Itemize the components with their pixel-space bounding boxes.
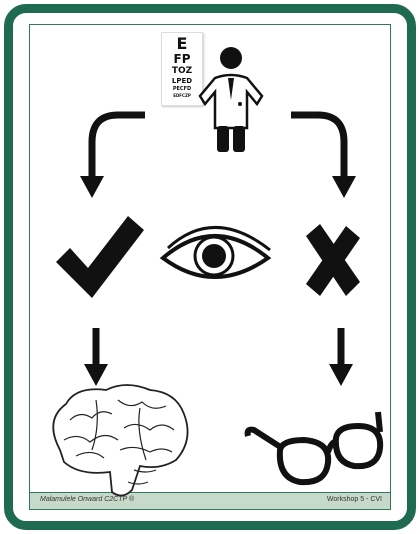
right-branch-arrow bbox=[291, 115, 356, 198]
brain-icon bbox=[53, 385, 187, 496]
glasses-icon bbox=[248, 412, 381, 482]
doctor-icon bbox=[200, 47, 262, 152]
left-branch-arrow bbox=[80, 115, 145, 198]
cross-mark-icon bbox=[306, 224, 360, 296]
check-mark-icon bbox=[56, 216, 144, 298]
left-down-arrow bbox=[84, 328, 108, 386]
eye-icon bbox=[163, 227, 270, 277]
right-down-arrow bbox=[329, 328, 353, 386]
